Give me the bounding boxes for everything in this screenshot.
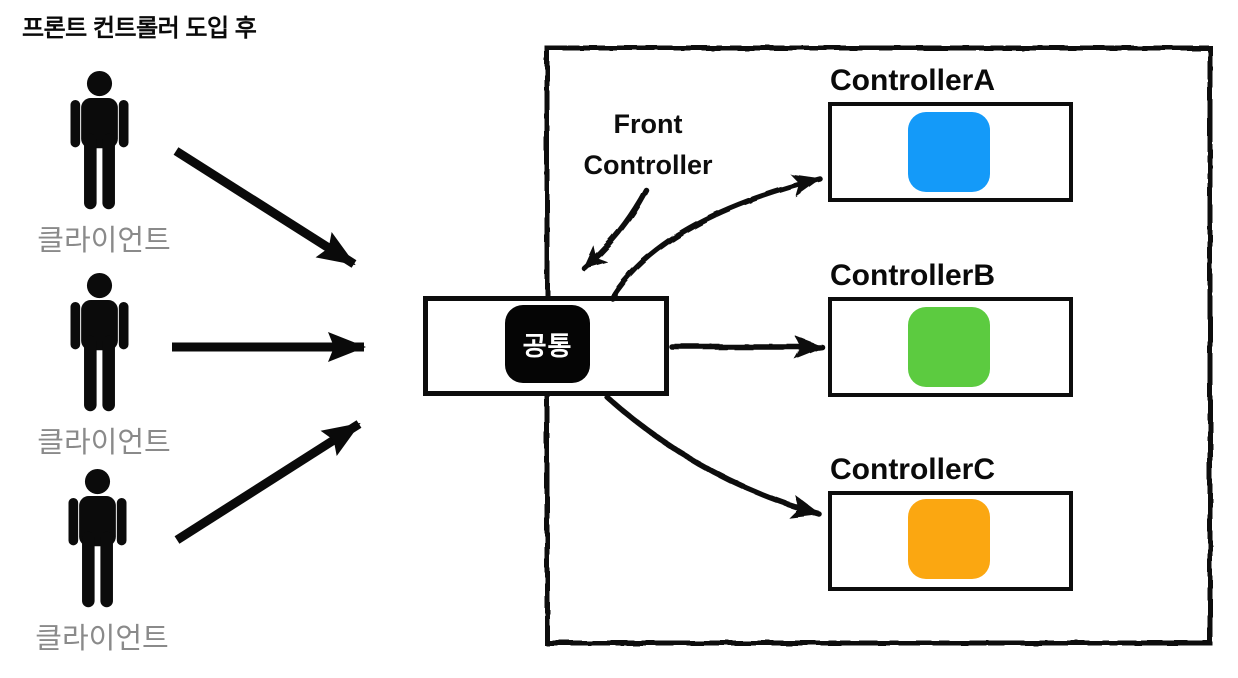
controller-c-box <box>828 491 1073 591</box>
controller-b-chip <box>908 307 990 387</box>
client-label: 클라이언트 <box>37 225 171 257</box>
front-controller-label: Front Controller <box>548 104 748 186</box>
front-controller-label-line1: Front <box>613 109 683 139</box>
front-controller-label-line2: Controller <box>583 150 713 181</box>
person-icon <box>70 70 129 210</box>
controller-c-name: ControllerC <box>830 453 995 486</box>
controller-b-box <box>828 297 1073 397</box>
front-controller-box: 공통 <box>423 296 669 396</box>
client-label: 클라이언트 <box>37 427 171 459</box>
controller-a-chip <box>908 112 990 192</box>
person-icon <box>68 468 127 608</box>
person-icon <box>70 272 129 412</box>
controller-a-box <box>828 102 1073 202</box>
controller-b-name: ControllerB <box>830 259 995 292</box>
diagram-title: 프론트 컨트롤러 도입 후 <box>22 15 257 42</box>
controller-c-chip <box>908 499 990 579</box>
controller-a-name: ControllerA <box>830 64 995 97</box>
common-logic-chip: 공통 <box>505 305 590 383</box>
client-label: 클라이언트 <box>35 623 169 655</box>
